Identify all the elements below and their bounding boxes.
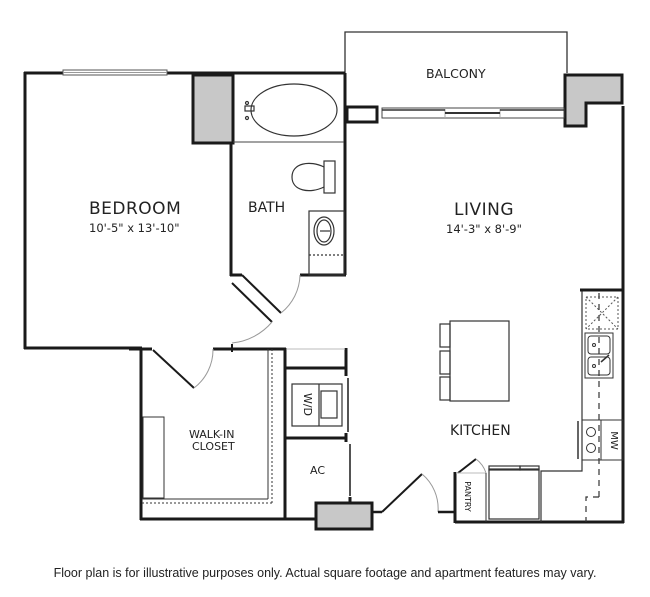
column-entry xyxy=(314,501,374,531)
pantry xyxy=(453,458,487,523)
closet-walls xyxy=(129,344,287,520)
balcony-area xyxy=(344,31,568,108)
kitchen-sink xyxy=(584,332,614,379)
column-bath xyxy=(191,73,235,145)
bath-door xyxy=(231,274,301,344)
room-label-balcony: BALCONY xyxy=(426,66,486,81)
room-label-living: LIVING xyxy=(454,200,515,220)
refrigerator xyxy=(488,465,540,520)
balcony-sliding-door xyxy=(381,107,565,119)
room-label-bath: BATH xyxy=(248,200,286,216)
room-dimensions-living: 14'-3" x 8'-9" xyxy=(446,222,522,236)
label-washer-dryer: W/D xyxy=(301,392,315,417)
room-label-bedroom: BEDROOM xyxy=(89,199,182,219)
bathroom-vanity xyxy=(308,210,345,276)
room-label-closet-line2: CLOSET xyxy=(192,440,235,453)
range-microwave xyxy=(577,419,624,461)
closet-shelving xyxy=(142,349,273,504)
room-label-ac: AC xyxy=(310,464,326,477)
label-pantry: PANTRY xyxy=(462,481,472,512)
room-dimensions-bedroom: 10'-5" x 13'-10" xyxy=(89,221,180,235)
label-microwave: MW xyxy=(607,431,619,450)
bathtub xyxy=(244,83,338,137)
laundry-ac-walls xyxy=(286,348,352,504)
kitchen-island xyxy=(439,320,510,402)
dishwasher xyxy=(585,296,619,330)
room-label-closet-line1: WALK-IN xyxy=(189,428,235,441)
room-label-kitchen: KITCHEN xyxy=(450,423,511,439)
closet-door xyxy=(152,348,214,389)
bedroom-window xyxy=(62,69,168,76)
kitchen-counters xyxy=(540,288,623,522)
entry-door xyxy=(373,473,455,514)
toilet xyxy=(291,160,336,194)
column-living xyxy=(563,73,624,128)
exterior-walls xyxy=(23,71,625,524)
washer-dryer-unit xyxy=(291,383,343,427)
disclaimer-text: Floor plan is for illustrative purposes … xyxy=(53,566,597,580)
